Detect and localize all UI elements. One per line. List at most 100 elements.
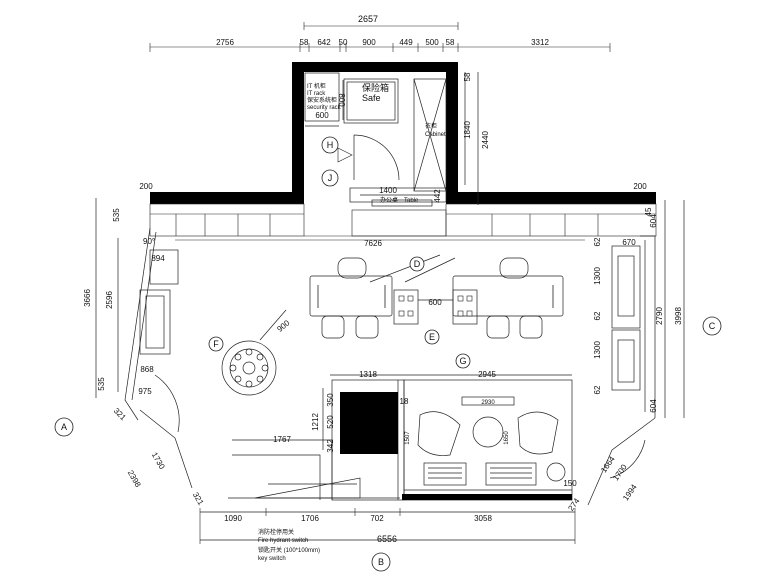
dim-vault-depth: 1840 [463, 121, 472, 139]
security-rack-label-cn: 保安系统柜 [307, 96, 337, 104]
dim-top-left-offset: 200 [139, 182, 153, 191]
dim-bottom-3058: 3058 [474, 514, 492, 523]
top-dimension-chain [149, 22, 611, 52]
fire-switch-label-en: Fire hydrant switch [258, 538, 308, 544]
dim-right-62a: 62 [593, 237, 602, 246]
wall-display-cabinets [149, 203, 657, 237]
dim-vault-wall: 58 [463, 72, 472, 81]
fire-switch-label-cn: 消防栓停用关 [258, 528, 294, 536]
table-inner-squares [398, 295, 473, 317]
marker-e: E [429, 332, 435, 342]
dim-diag-321: 321 [191, 491, 206, 508]
dim-diag-900: 900 [275, 318, 291, 334]
table-label-en: Table [404, 198, 419, 204]
dim-diag-1700: 1700 [611, 462, 629, 482]
dim-top-segment-8: 58 [446, 38, 455, 47]
axis-marker-b: B [378, 557, 384, 567]
dim-desk-length: 1400 [379, 186, 397, 195]
marker-j: J [328, 173, 333, 183]
dim-main-width: 7626 [364, 239, 382, 248]
marker-d: D [414, 259, 421, 269]
dim-top-segment-4: 50 [339, 38, 348, 47]
dim-bottom-overall: 6556 [377, 534, 397, 544]
dim-overall-top: 2657 [358, 14, 378, 24]
security-rack-label-en: security rack [307, 105, 342, 111]
dim-desk-depth: 442 [433, 189, 442, 203]
dim-right-1300a: 1300 [593, 267, 602, 285]
black-pillar [340, 392, 398, 454]
dim-top-segment-6: 449 [399, 38, 413, 47]
dim-right-670: 670 [622, 238, 636, 247]
marker-h: H [327, 140, 334, 150]
vault-room [304, 72, 479, 207]
dim-right-604-top: 604 [649, 214, 658, 228]
dim-right-62b: 62 [593, 311, 602, 320]
dim-bottom-1706: 1706 [301, 514, 319, 523]
thick-walls [150, 62, 656, 204]
dim-right-604-bot: 604 [649, 399, 658, 413]
dim-right-1300b: 1300 [593, 341, 602, 359]
marker-h-circle [321, 136, 339, 154]
bottom-dimension-ticks [199, 508, 576, 544]
dim-pillar-1318: 1318 [359, 370, 377, 379]
dim-right-2790: 2790 [655, 307, 664, 325]
marker-d-circle [409, 256, 425, 272]
dim-left-bottom-535: 535 [97, 377, 106, 391]
dim-right-62c: 62 [593, 385, 602, 394]
dim-pillar-350: 350 [326, 393, 335, 407]
axis-marker-a: A [61, 422, 67, 432]
dim-lounge-1507: 1507 [405, 431, 411, 445]
dim-top-right-offset: 200 [633, 182, 647, 191]
cabinet-label-cn: 衣柜 [425, 122, 437, 130]
dim-diag-1730: 1730 [150, 451, 167, 471]
dim-left-975: 975 [138, 387, 152, 396]
lounge-furniture [417, 396, 566, 486]
dim-left-321: 321 [112, 406, 128, 422]
dim-top-segment-2: 58 [300, 38, 309, 47]
dim-right-3998: 3998 [674, 307, 683, 325]
dim-table-gap-600: 600 [428, 298, 442, 307]
table-accent-lines [317, 285, 554, 308]
elevation-arrow-h [337, 147, 353, 163]
marker-g-circle [455, 353, 471, 369]
dim-top-segment-7: 500 [425, 38, 439, 47]
dim-angle-90: 90° [143, 237, 155, 246]
dim-rack-depth: 800 [337, 93, 346, 107]
dim-diag-1994: 1994 [621, 482, 639, 502]
dim-left-top-535: 535 [112, 208, 121, 222]
dim-top-segment-1: 2756 [216, 38, 234, 47]
dim-top-segment-9: 3312 [531, 38, 549, 47]
dim-vault-depth-total: 2440 [481, 131, 490, 149]
axis-markers [54, 316, 722, 572]
dim-rack-width: 600 [315, 111, 329, 120]
dim-bottom-702: 702 [370, 514, 384, 523]
dim-top-segment-3: 642 [317, 38, 331, 47]
marker-e-circle [424, 329, 440, 345]
dim-pillar-1212: 1212 [311, 413, 320, 431]
central-tables [259, 254, 564, 341]
marker-g: G [459, 356, 466, 366]
right-wall-assembly [587, 200, 685, 506]
dim-pillar-520: 520 [326, 415, 335, 429]
dim-pillar-18: 18 [400, 397, 409, 406]
marker-f-circle [208, 336, 224, 352]
dim-bottom-1090: 1090 [224, 514, 242, 523]
dim-left-868: 868 [140, 365, 154, 374]
dim-lounge-150: 150 [563, 479, 577, 488]
it-rack-label-cn: IT 机柜 [307, 82, 326, 90]
dim-left-894: 894 [151, 254, 165, 263]
key-switch-label-en: key switch [258, 556, 286, 562]
table-label-cn: 办公桌 [380, 196, 398, 204]
dim-right-45: 45 [644, 207, 653, 216]
dim-left-3666: 3666 [83, 289, 92, 307]
dim-pillar-342: 342 [326, 439, 335, 453]
dim-lounge-1650: 1650 [504, 431, 510, 445]
marker-f: F [213, 339, 219, 349]
dim-lounge-2945: 2945 [478, 370, 496, 379]
cabinet-label-en: Cabinet [425, 132, 446, 138]
dim-left-2596: 2596 [105, 291, 114, 309]
dim-top-segment-5: 900 [362, 38, 376, 47]
marker-j-circle [321, 169, 339, 187]
left-wall-assembly [95, 198, 193, 489]
